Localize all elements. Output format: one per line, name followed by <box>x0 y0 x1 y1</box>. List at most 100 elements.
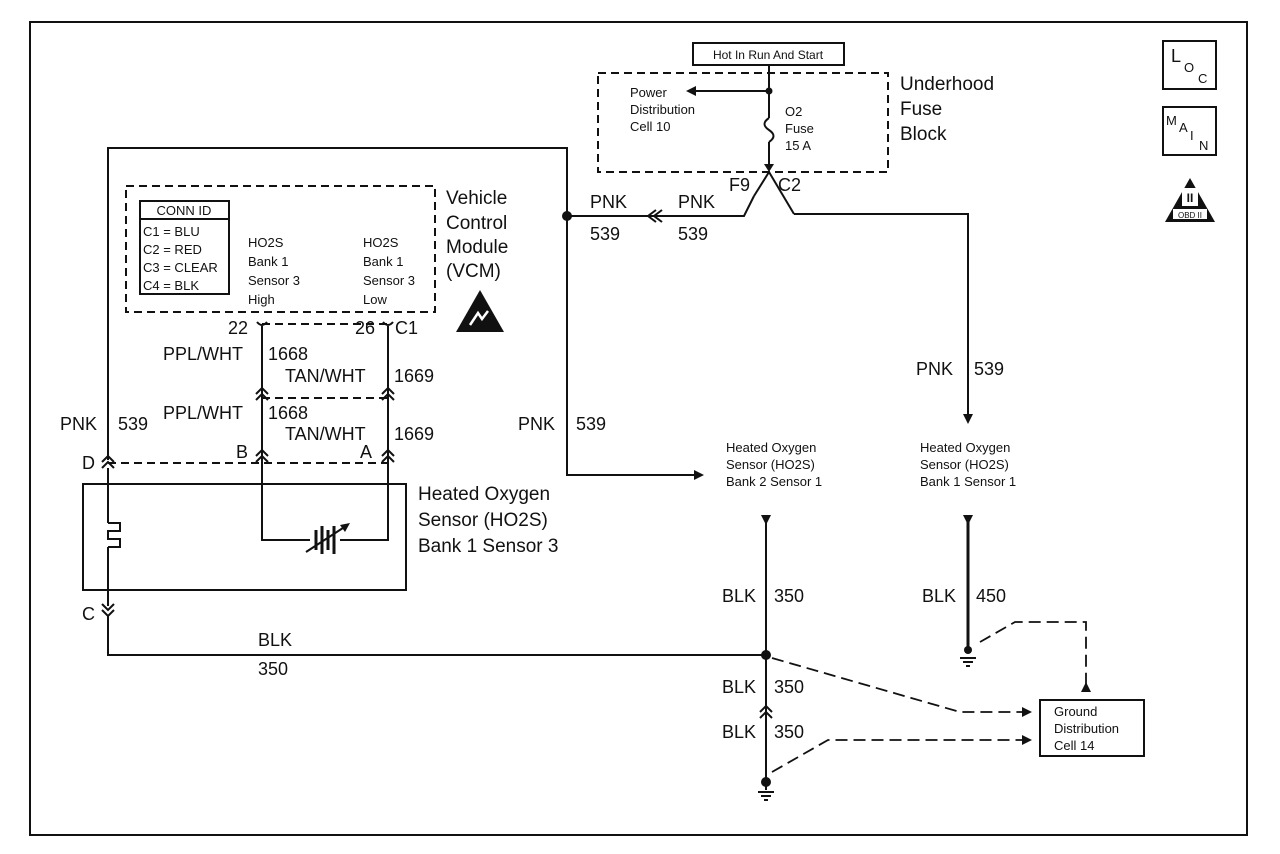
svg-text:Cell 14: Cell 14 <box>1054 738 1094 753</box>
svg-text:PPL/WHT: PPL/WHT <box>163 403 243 423</box>
ground-distribution-box <box>1039 699 1145 757</box>
svg-text:1669: 1669 <box>394 424 434 444</box>
svg-text:539: 539 <box>576 414 606 434</box>
svg-text:539: 539 <box>590 224 620 244</box>
svg-text:BLK: BLK <box>922 586 956 606</box>
splice-blk <box>761 650 771 660</box>
sensor-bank2-sensor1: Heated Oxygen Sensor (HO2S) Bank 2 Senso… <box>722 440 822 801</box>
svg-text:High: High <box>248 292 275 307</box>
svg-text:PNK: PNK <box>60 414 97 434</box>
svg-text:539: 539 <box>974 359 1004 379</box>
svg-text:Bank 1: Bank 1 <box>248 254 288 269</box>
svg-text:PNK: PNK <box>678 192 715 212</box>
svg-text:A: A <box>360 442 372 462</box>
svg-text:350: 350 <box>258 659 288 679</box>
ground-icon <box>758 791 774 801</box>
svg-text:539: 539 <box>678 224 708 244</box>
hot-in-run-label: Hot In Run And Start <box>713 48 824 62</box>
svg-text:Bank 1 Sensor 1: Bank 1 Sensor 1 <box>920 474 1016 489</box>
svg-text:1668: 1668 <box>268 403 308 423</box>
svg-text:Bank 2 Sensor 1: Bank 2 Sensor 1 <box>726 474 822 489</box>
svg-text:PNK: PNK <box>590 192 627 212</box>
connector-c2: C2 <box>778 175 801 195</box>
sensor-bank1-sensor3: D B A Heated Oxygen Sensor (HO2S) Bank 1… <box>82 442 766 679</box>
svg-text:350: 350 <box>774 586 804 606</box>
loc-icon[interactable]: L O C <box>1162 40 1217 90</box>
svg-text:350: 350 <box>774 722 804 742</box>
ground-distribution: Ground Distribution Cell 14 <box>771 621 1145 773</box>
svg-text:PPL/WHT: PPL/WHT <box>163 344 243 364</box>
fuse-block-title-3: Block <box>900 124 947 145</box>
esd-warning-icon <box>456 290 504 332</box>
vcm-outline <box>125 185 436 313</box>
main-icon[interactable]: M A I N <box>1162 106 1217 156</box>
sensing-element-icon <box>305 523 350 554</box>
svg-text:Heated Oxygen: Heated Oxygen <box>726 440 816 455</box>
svg-text:BLK: BLK <box>722 586 756 606</box>
svg-text:TAN/WHT: TAN/WHT <box>285 424 366 444</box>
power-dist-2: Distribution <box>630 102 695 117</box>
sensor-b1s3-title-2: Sensor (HO2S) <box>418 510 548 531</box>
svg-text:Sensor (HO2S): Sensor (HO2S) <box>726 457 815 472</box>
fuse-block-title-1: Underhood <box>900 74 994 95</box>
svg-text:HO2S: HO2S <box>248 235 284 250</box>
power-dist-3: Cell 10 <box>630 119 670 134</box>
svg-text:B: B <box>236 442 248 462</box>
pnk-539-wiring: PNK 539 PNK 539 PNK 539 PNK 539 PNK 539 <box>60 147 1004 480</box>
conn-id-c2: C2 = RED <box>143 242 202 257</box>
svg-text:Ground: Ground <box>1054 704 1097 719</box>
svg-text:Sensor 3: Sensor 3 <box>248 273 300 288</box>
svg-text:C: C <box>82 604 95 624</box>
fuse-label-3: 15 A <box>785 138 811 153</box>
svg-text:HO2S: HO2S <box>363 235 399 250</box>
conn-id-box <box>139 200 230 295</box>
conn-id-title: CONN ID <box>157 203 212 218</box>
svg-text:539: 539 <box>118 414 148 434</box>
svg-text:PNK: PNK <box>518 414 555 434</box>
vcm-title-2: Control <box>446 213 507 234</box>
svg-text:Sensor (HO2S): Sensor (HO2S) <box>920 457 1009 472</box>
svg-text:L: L <box>1171 46 1181 66</box>
fuse-label-2: Fuse <box>785 121 814 136</box>
svg-text:450: 450 <box>976 586 1006 606</box>
svg-text:Heated Oxygen: Heated Oxygen <box>920 440 1010 455</box>
svg-text:26: 26 <box>355 318 375 338</box>
svg-text:II: II <box>1187 191 1194 205</box>
svg-text:C: C <box>1198 71 1207 86</box>
sensor-b1s3-title-3: Bank 1 Sensor 3 <box>418 536 558 557</box>
sensor-bank1-sensor1: Heated Oxygen Sensor (HO2S) Bank 1 Senso… <box>920 440 1016 667</box>
svg-text:D: D <box>82 453 95 473</box>
svg-text:PNK: PNK <box>916 359 953 379</box>
vcm-title-1: Vehicle <box>446 188 507 209</box>
conn-id-c3: C3 = CLEAR <box>143 260 218 275</box>
connector-f9: F9 <box>729 175 750 195</box>
vcm-title-3: Module <box>446 237 508 258</box>
sensor-b1s3-title-1: Heated Oxygen <box>418 484 550 505</box>
vcm-module: CONN ID C1 = BLU C2 = RED C3 = CLEAR C4 … <box>125 185 508 332</box>
svg-text:1668: 1668 <box>268 344 308 364</box>
power-dist-1: Power <box>630 85 668 100</box>
heater-element-icon <box>107 522 121 548</box>
conn-id-c4: C4 = BLK <box>143 278 199 293</box>
svg-text:N: N <box>1199 138 1208 153</box>
svg-text:C1: C1 <box>395 318 418 338</box>
svg-text:22: 22 <box>228 318 248 338</box>
svg-text:1669: 1669 <box>394 366 434 386</box>
obd-ii-icon[interactable]: II OBD II <box>1165 178 1215 222</box>
vcm-title-4: (VCM) <box>446 261 501 282</box>
ho2s-signal-wiring: 22 26 C1 PPL/WHT 1668 TAN/WHT 1669 PPL/W… <box>163 318 434 540</box>
svg-text:350: 350 <box>774 677 804 697</box>
fuse-block-title-2: Fuse <box>900 99 942 120</box>
inline-connector-icon <box>646 209 663 223</box>
conn-id-c1: C1 = BLU <box>143 224 200 239</box>
ground-icon <box>960 657 976 667</box>
svg-text:TAN/WHT: TAN/WHT <box>285 366 366 386</box>
fuse-icon <box>763 117 775 143</box>
svg-text:O: O <box>1184 60 1194 75</box>
sensor-b1s3-housing <box>82 483 407 591</box>
svg-text:Low: Low <box>363 292 387 307</box>
svg-text:BLK: BLK <box>258 630 292 650</box>
fuse-block-outline <box>597 72 889 173</box>
underhood-fuse-block: Hot In Run And Start Underhood Fuse Bloc… <box>597 42 994 215</box>
svg-text:Distribution: Distribution <box>1054 721 1119 736</box>
